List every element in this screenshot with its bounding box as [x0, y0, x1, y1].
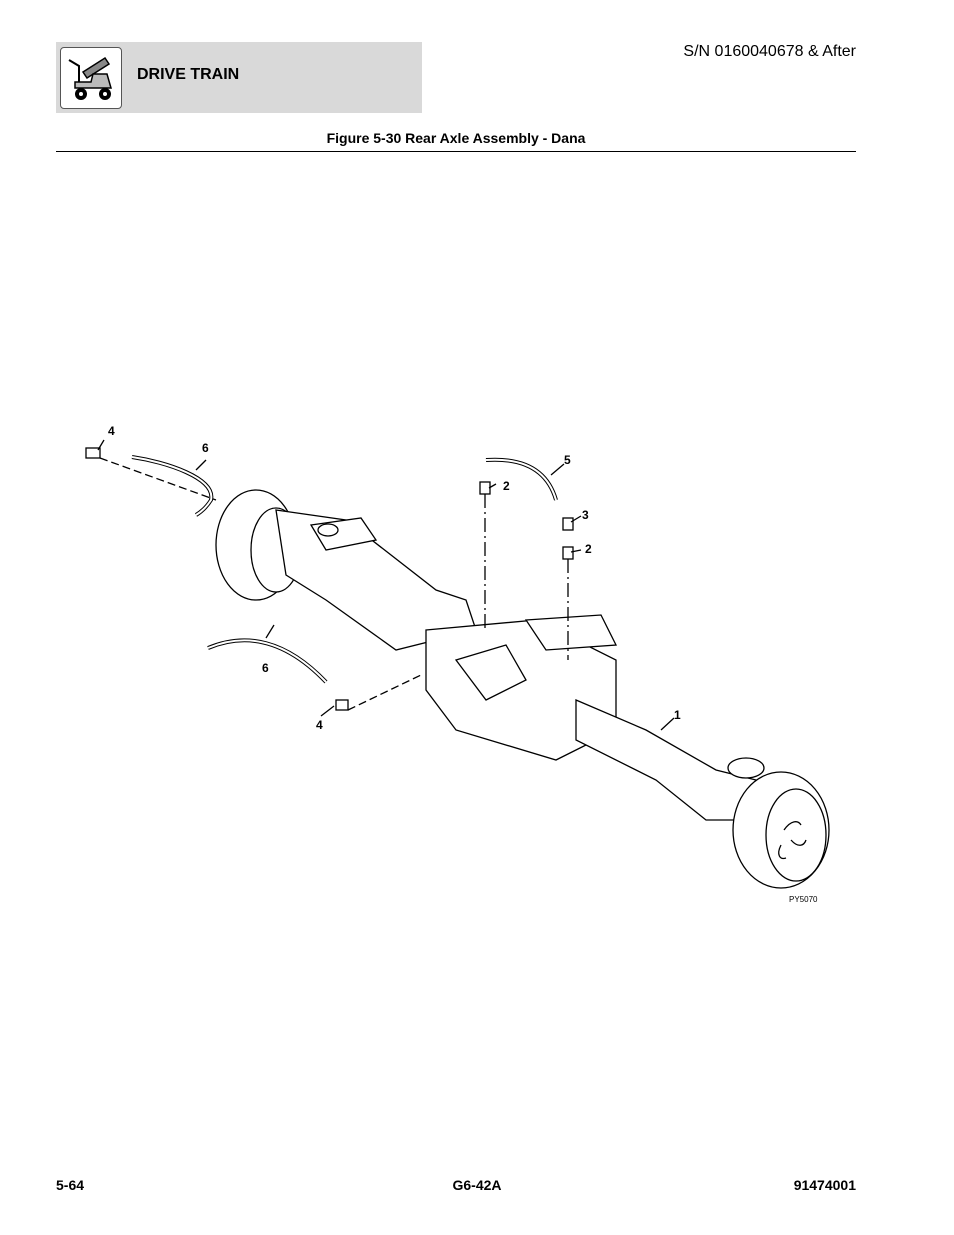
figure-title: Figure 5-30 Rear Axle Assembly - Dana	[326, 130, 586, 146]
figure-id: PY5070	[789, 895, 818, 904]
section-title: DRIVE TRAIN	[137, 66, 240, 83]
header-rule	[56, 151, 856, 152]
page-number: 5-64	[56, 1177, 85, 1193]
model-number: G6-42A	[452, 1177, 502, 1193]
callout-4-lower: 4	[316, 718, 323, 732]
callout-1: 1	[674, 708, 681, 722]
callout-4-top: 4	[108, 424, 115, 438]
telehandler-icon	[60, 47, 122, 109]
callout-2-right: 2	[585, 542, 592, 556]
callout-5: 5	[564, 453, 571, 467]
document-number: 91474001	[793, 1177, 856, 1193]
callout-2-left: 2	[503, 479, 510, 493]
callout-6-top: 6	[202, 441, 209, 455]
callout-3: 3	[582, 508, 589, 522]
serial-number: S/N 0160040678 & After	[683, 43, 856, 60]
callout-6-lower: 6	[262, 661, 269, 675]
rear-axle-drawing: 4 6 5 2 3 2 6 4 1 PY5070	[85, 424, 830, 904]
